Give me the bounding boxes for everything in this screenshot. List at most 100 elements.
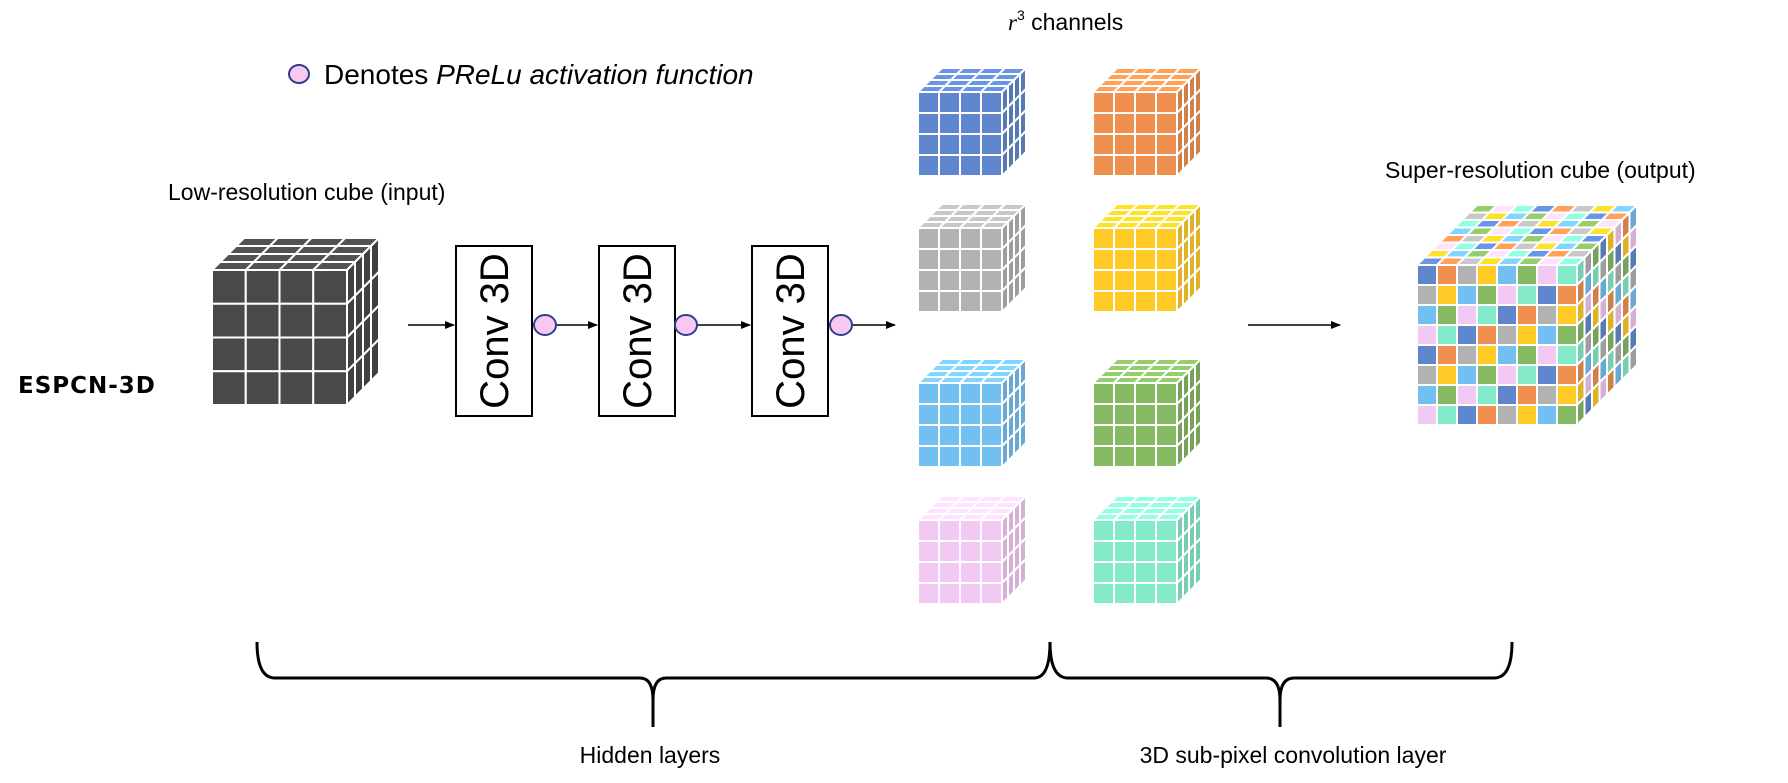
output-label: Super-resolution cube (output) [1385,157,1696,183]
voxel-front [1436,284,1458,306]
voxel-front [1134,382,1157,405]
voxel-front [980,519,1003,542]
voxel-front [959,382,982,405]
voxel-front [980,290,1003,313]
voxel-front [1134,540,1157,563]
voxel-front [1476,304,1498,326]
output-cube [1414,202,1640,428]
voxel-side [362,344,372,392]
channel-cubes [915,65,1204,607]
voxel-front [278,370,315,406]
voxel-front [1155,269,1178,292]
voxel-front [1436,384,1458,406]
voxel-front [917,91,940,114]
voxel-front [211,370,247,406]
voxel-front [959,561,982,584]
voxel-front [1134,445,1157,468]
input-cube-voxels [209,235,382,408]
voxel-front [1092,382,1115,405]
conv-layer-2: Conv 3D [598,245,676,417]
voxel-front [917,290,940,313]
voxel-front [1155,290,1178,313]
voxel-front [938,248,961,271]
voxel-front [917,540,940,563]
voxel-front [917,269,940,292]
voxel-front [1456,324,1478,346]
conv-label-2: Conv 3D [616,253,660,409]
voxel-front [938,290,961,313]
voxel-front [1092,561,1115,584]
voxel-front [312,269,348,305]
voxel-front [1134,290,1157,313]
voxel-front [917,133,940,156]
channels-symbol: r [1008,10,1018,35]
voxel-front [1113,154,1136,177]
voxel-front [1113,582,1136,605]
voxel-front [1536,384,1558,406]
voxel-front [1113,382,1136,405]
voxel-front [1092,540,1115,563]
voxel-front [1113,445,1136,468]
voxel-front [1113,227,1136,250]
voxel-front [938,540,961,563]
voxel-front [1536,264,1558,286]
voxel-front [1516,384,1538,406]
voxel-front [980,154,1003,177]
voxel-front [1416,264,1438,286]
brace-subpixel: 3D sub-pixel convolution layer [1048,641,1514,768]
model-name: ESPCN-3D [18,373,156,399]
voxel-front [938,227,961,250]
voxel-front [211,302,247,339]
voxel-front [1092,133,1115,156]
voxel-front [1155,154,1178,177]
voxel-front [980,540,1003,563]
voxel-front [980,112,1003,135]
voxel-front [1516,284,1538,306]
voxel-front [1092,403,1115,426]
voxel-front [1134,561,1157,584]
voxel-front [278,269,315,305]
prelu-marker-2 [674,314,698,336]
voxel-front [1113,519,1136,542]
voxel-front [959,112,982,135]
voxel-front [959,269,982,292]
brace-label-hidden: Hidden layers [580,742,721,768]
voxel-front [1536,284,1558,306]
voxel-front [1536,404,1558,426]
voxel-front [1496,364,1518,386]
voxel-front [1416,384,1438,406]
voxel-front [1155,248,1178,271]
voxel-front [917,445,940,468]
conv-box-2 [598,245,676,417]
voxel-front [917,382,940,405]
voxel-front [1155,561,1178,584]
voxel-front [1456,264,1478,286]
voxel-front [980,561,1003,584]
voxel-front [1134,91,1157,114]
voxel-front [1155,227,1178,250]
voxel-front [1436,364,1458,386]
voxel-front [980,269,1003,292]
voxel-front [1476,284,1498,306]
prelu-legend-marker [288,64,310,84]
voxel-front [1496,404,1518,426]
voxel-front [1556,384,1578,406]
channel-cube-1 [915,65,1029,179]
voxel-front [938,445,961,468]
channels-text: channels [1025,9,1123,35]
voxel-front [959,91,982,114]
voxel-front [938,91,961,114]
voxel-front [1496,284,1518,306]
voxel-front [917,561,940,584]
legend-text: Denotes PReLu activation function [324,59,754,90]
voxel-front [959,227,982,250]
voxel-front [1155,133,1178,156]
voxel-front [1092,154,1115,177]
conv-box-1 [455,245,533,417]
output-cube-voxels [1414,202,1640,428]
voxel-front [244,269,281,305]
voxel-front [1516,324,1538,346]
voxel-front [1113,424,1136,447]
voxel-front [1556,364,1578,386]
voxel-front [1134,133,1157,156]
